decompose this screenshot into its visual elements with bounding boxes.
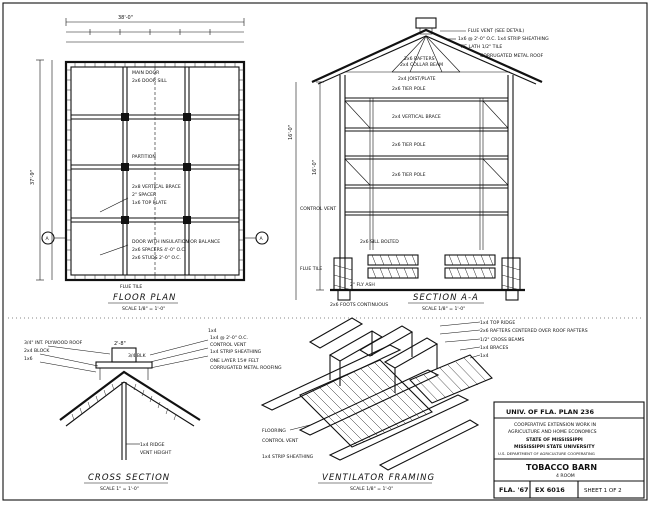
section-note: 2x6 SILL BOLTED (360, 239, 399, 245)
section-note: 2" FLY ASH (350, 282, 375, 288)
section-note: 2x6 FOOTS CONTINUOUS (330, 302, 388, 308)
section-note: FLUE VENT (SEE DETAIL) (468, 28, 524, 34)
floor-note: PARTITION (132, 154, 156, 160)
sheet-border (2, 2, 648, 501)
floor-note: 2x6 SPACERS 4'-0" O.C. (132, 247, 186, 253)
section-note: 2x4 VERTICAL BRACE (392, 114, 441, 120)
section-note: 2x6 RAFTERS (404, 56, 435, 62)
section-note: CORRUGATED METAL ROOF (480, 53, 544, 59)
vent-note: CONTROL VENT (262, 438, 298, 444)
cross-note: CORRUGATED METAL ROOFING (210, 365, 282, 371)
floor-note: 2x8 VERTICAL BRACE (132, 184, 181, 190)
title-line-5: U.S. DEPARTMENT OF AGRICULTURE COOPERATI… (498, 451, 595, 456)
plan-number: UNIV. OF FLA. PLAN 236 (506, 408, 594, 416)
cross-note: CONTROL VENT (210, 342, 246, 348)
floor-plan-scale: SCALE 1/8" = 1'-0" (122, 306, 165, 312)
section-note: 1x6 @ 2'-0" O.C. 1x4 STRIP SHEATHING (458, 36, 549, 42)
cross-note: 1x4 @ 2'-0" O.C. (210, 335, 248, 341)
section-note: 2x4 JOIST/PLATE (398, 76, 436, 82)
section-note: TIE LATH 1/2" TILE (459, 44, 502, 50)
vent-note: 1x4 BRACES (480, 345, 508, 351)
cross-note: ONE LAYER 15# FELT (210, 358, 259, 364)
cross-section: 2'-8" 3/4 BLK 3/4" INT. PLYWOOD ROOF 2x4… (24, 328, 282, 492)
title-line-1: COOPERATIVE EXTENSION WORK IN (514, 422, 596, 428)
cross-note: VENT HEIGHT (140, 450, 171, 456)
cross-note: 1x4 RIDGE (140, 442, 165, 448)
vent-note: 1x4 STRIP SHEATHING (262, 454, 314, 460)
ventilator-scale: SCALE 1/8" = 1'-0" (350, 486, 393, 492)
title-cell-3: SHEET 1 OF 2 (584, 488, 622, 494)
floor-note: 2x6 DOOR SILL (132, 78, 167, 84)
cross-section-scale: SCALE 1" = 1'-0" (100, 486, 139, 492)
cross-section-title: CROSS SECTION (88, 473, 170, 483)
section-note: FLUE TILE (300, 266, 322, 272)
title-cell-1: FLA. '67 (499, 486, 529, 494)
cross-note: 1x6 (24, 356, 33, 362)
title-block: UNIV. OF FLA. PLAN 236 COOPERATIVE EXTEN… (493, 401, 645, 499)
floor-note: MAIN DOOR (132, 70, 160, 76)
vent-note: 1x4 TOP RIDGE (480, 320, 515, 326)
ventilator-framing: 1x4 TOP RIDGE 2x6 RAFTERS CENTERED OVER … (260, 317, 588, 492)
title-line-3: STATE OF MISSISSIPPI (526, 437, 583, 443)
section-note: 2x6 TIER POLE (392, 86, 426, 92)
section-height-dimension: 16'-0" (312, 160, 318, 175)
title-line-4: MISSISSIPPI STATE UNIVERSITY (514, 444, 595, 450)
floor-plan-side-dimension: 37'-9" (30, 170, 36, 185)
floor-note: DOOR WITH INSULATION OR BALANCE (132, 239, 220, 245)
floor-note: 2x6 STUDS 2'-0" O.C. (132, 255, 181, 261)
title-line-2: AGRICULTURE AND HOME ECONOMICS (508, 429, 597, 435)
cross-dimension: 2'-8" (114, 341, 126, 347)
section-marker-left: A (46, 236, 50, 242)
floor-note: FLUE TILE (120, 284, 142, 290)
vent-note: 2x6 RAFTERS CENTERED OVER ROOF RAFTERS (480, 328, 588, 334)
section-height-dimension-2: 16'-0" (288, 125, 294, 140)
floor-note: 2" SPACER (132, 192, 157, 198)
section-title: SECTION A-A (413, 293, 479, 303)
cross-dimension-2: 3/4 BLK (128, 353, 147, 359)
cross-note: 2x4 BLOCK (24, 348, 50, 354)
floor-plan: 38'-0" 37'-9" (30, 15, 269, 312)
section-scale: SCALE 1/8" = 1'-0" (422, 306, 465, 312)
section-note: 2x4 COLLAR BEAM (400, 62, 443, 68)
floor-plan-top-dimension: 38'-0" (118, 15, 133, 21)
cross-note: 3/4" INT. PLYWOOD ROOF (24, 340, 83, 346)
section-note: 2x6 TIER POLE (392, 172, 426, 178)
drawing-subtitle: 4 ROOM (556, 473, 575, 479)
title-cell-2: EX 6016 (535, 486, 565, 494)
floor-plan-title: FLOOR PLAN (113, 293, 176, 303)
vent-note: 1/2" CROSS BEAMS (480, 337, 524, 343)
vent-note: FLOORING (262, 428, 286, 434)
vent-note: 1x4 (480, 353, 489, 359)
cross-note: 1x4 (208, 328, 217, 334)
section-note: CONTROL VENT (300, 206, 336, 212)
ventilator-title: VENTILATOR FRAMING (322, 473, 435, 483)
cross-note: 1x4 STRIP SHEATHING (210, 349, 262, 355)
section-marker-right: A (260, 236, 264, 242)
section-note: 2x6 TIER POLE (392, 142, 426, 148)
floor-note: 1x6 TOP PLATE (132, 200, 167, 206)
section-a-a: 16'-0" 16'-0" FLUE VENT (SEE DETAIL) 1x6… (288, 17, 549, 312)
drawing-title: TOBACCO BARN (526, 463, 597, 472)
